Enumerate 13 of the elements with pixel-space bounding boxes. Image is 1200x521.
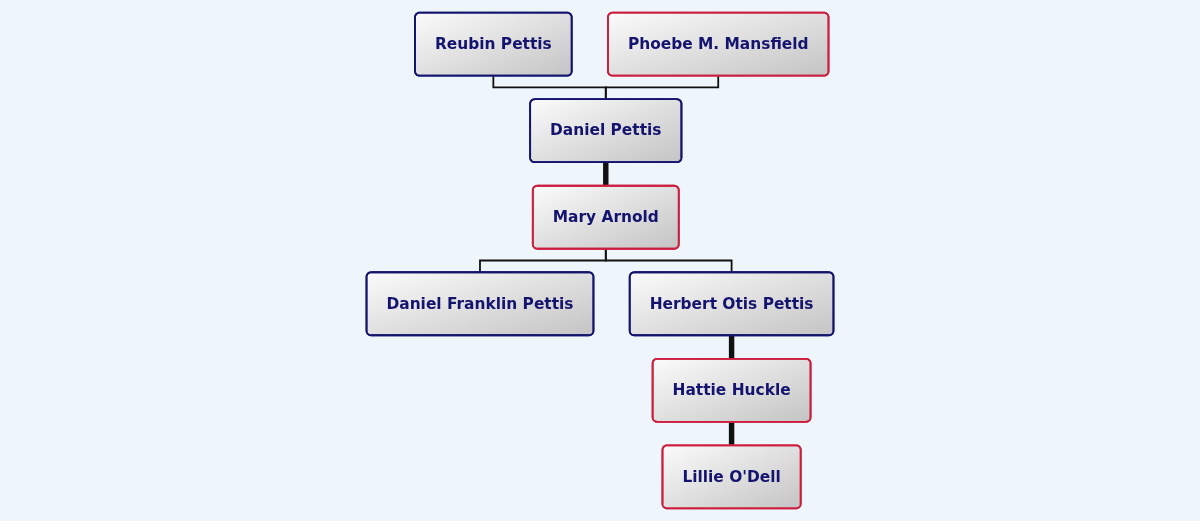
connector-line xyxy=(604,248,733,273)
person-box: Herbert Otis Pettis xyxy=(628,271,835,337)
connector-line xyxy=(728,422,735,445)
person-box: Phoebe M. Mansfield xyxy=(607,11,830,77)
person-box: Lillie O'Dell xyxy=(661,444,802,510)
person-box: Daniel Pettis xyxy=(529,98,683,164)
connector-line xyxy=(603,162,609,186)
connector-line xyxy=(604,75,720,100)
person-box: Hattie Huckle xyxy=(651,357,812,423)
person-box: Mary Arnold xyxy=(531,184,680,250)
person-box: Reubin Pettis xyxy=(414,11,573,77)
connector-line xyxy=(728,335,735,359)
person-box: Daniel Franklin Pettis xyxy=(365,271,595,337)
